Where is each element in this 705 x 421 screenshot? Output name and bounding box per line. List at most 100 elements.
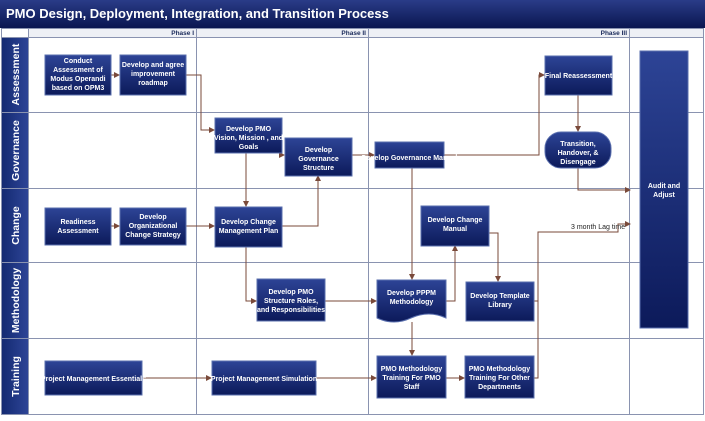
node-change-manual-line-1: Develop Change	[428, 217, 483, 224]
node-readiness-line-2: Assessment	[57, 228, 99, 235]
node-change-mgmt-plan-box	[214, 206, 283, 248]
node-readiness-line-1: Readiness	[60, 219, 95, 226]
node-pmo-structure-line-2: Structure Roles,	[264, 298, 318, 305]
node-transition[interactable]: Transition, Handover, & Disengage	[544, 131, 612, 169]
node-pmo-vision[interactable]: Develop PMO Vision, Mission , and Goals	[214, 117, 283, 154]
phase-1-label: Phase I	[171, 30, 194, 37]
node-pm-essentials-line-1: Project Management Essentials	[41, 376, 146, 383]
node-pmo-training-staff-line-2: Training For PMO	[382, 375, 441, 382]
connector	[534, 301, 539, 379]
lane-label-change	[2, 189, 28, 262]
lag-time-label: 3 month Lag time	[571, 224, 625, 231]
node-template-library-line-1: Develop Template	[470, 293, 529, 300]
lane-methodology: Methodology	[10, 268, 22, 333]
node-audit-adjust-box	[639, 50, 689, 329]
node-change-mgmt-plan-line-2: Management Plan	[219, 228, 279, 235]
node-pmo-training-staff-line-3: Staff	[404, 384, 420, 391]
node-org-change-strategy[interactable]: Develop Organizational Change Strategy	[119, 207, 187, 246]
node-change-manual[interactable]: Develop Change Manual	[420, 205, 490, 247]
node-org-change-strategy-line-3: Change Strategy	[125, 232, 181, 239]
node-audit-adjust[interactable]: Audit and Adjust	[639, 50, 689, 329]
phase-2-label: Phase II	[341, 30, 366, 37]
node-pmo-structure-box	[256, 278, 326, 322]
node-pppm-methodology-line-1: Develop PPPM	[387, 290, 436, 297]
connector	[444, 72, 545, 156]
connector	[282, 175, 321, 227]
node-change-manual-line-2: Manual	[443, 226, 467, 233]
node-transition-line-3: Disengage	[560, 159, 596, 166]
node-pm-essentials-box	[44, 360, 143, 396]
node-governance-structure[interactable]: Develop Governance Structure	[284, 137, 353, 177]
node-pmo-training-depts-box	[464, 355, 535, 399]
node-template-library[interactable]: Develop Template Library	[465, 281, 535, 322]
node-governance-structure-line-2: Governance	[298, 156, 339, 163]
node-transition-line-1: Transition,	[560, 141, 595, 148]
node-final-reassessment[interactable]: Final Reassessment	[544, 55, 613, 96]
node-governance-structure-line-3: Structure	[303, 165, 334, 172]
node-governance-structure-line-1: Develop	[305, 147, 332, 154]
node-conduct-assessment-box	[44, 54, 112, 96]
node-conduct-assessment-line-1: Conduct	[64, 58, 93, 65]
node-improvement-roadmap-line-3: roadmap	[138, 80, 168, 87]
node-pppm-methodology-line-2: Methodology	[390, 299, 434, 306]
node-audit-adjust-line-2: Adjust	[653, 192, 675, 199]
node-governance-manual-line-1: Develop Governance Manual	[362, 155, 458, 162]
node-pmo-training-staff-box	[376, 355, 447, 399]
node-governance-manual[interactable]: Develop Governance Manual	[362, 141, 458, 169]
node-readiness-box	[44, 207, 112, 246]
node-pmo-vision-line-1: Develop PMO	[226, 126, 272, 133]
lane-assessment: Assessment	[10, 43, 22, 105]
node-pmo-structure[interactable]: Develop PMO Structure Roles, and Respons…	[256, 278, 326, 322]
node-final-reassessment-box	[544, 55, 613, 96]
node-final-reassessment-line-1: Final Reassessment	[545, 73, 613, 80]
node-conduct-assessment[interactable]: Conduct Assessment of Modus Operandi bas…	[44, 54, 112, 96]
node-improvement-roadmap-box	[119, 54, 187, 96]
node-pmo-training-staff-line-1: PMO Methodology	[381, 366, 443, 373]
node-pmo-training-staff[interactable]: PMO Methodology Training For PMO Staff	[376, 355, 447, 399]
node-conduct-assessment-line-4: based on OPM3	[52, 85, 105, 92]
node-pppm-methodology-box	[376, 279, 447, 323]
node-pmo-training-depts[interactable]: PMO Methodology Training For Other Depar…	[464, 355, 535, 399]
node-improvement-roadmap-line-2: improvement	[131, 71, 176, 78]
node-pmo-structure-line-3: and Responsibilities	[257, 307, 325, 314]
title-bar	[0, 0, 705, 28]
connectors	[111, 72, 631, 381]
lane-training: Training	[10, 356, 22, 397]
node-pppm-methodology[interactable]: Develop PPPM Methodology	[376, 279, 447, 323]
lane-label-methodology	[2, 263, 28, 338]
node-governance-structure-box	[284, 137, 353, 177]
node-conduct-assessment-line-2: Assessment of	[53, 67, 103, 74]
node-pmo-vision-line-2: Vision, Mission , and	[214, 135, 283, 142]
node-pm-essentials[interactable]: Project Management Essentials	[41, 360, 146, 396]
node-org-change-strategy-line-2: Organizational	[129, 223, 178, 230]
node-template-library-box	[465, 281, 535, 322]
node-change-manual-box	[420, 205, 490, 247]
node-pmo-training-depts-line-1: PMO Methodology	[469, 366, 531, 373]
phase-3-label: Phase III	[601, 30, 628, 37]
node-template-library-line-2: Library	[488, 302, 512, 309]
node-pm-simulation-line-1: Project Management Simulation	[211, 376, 317, 383]
node-pmo-training-depts-line-3: Departments	[478, 384, 521, 391]
swimlane-grid	[2, 29, 703, 414]
node-improvement-roadmap-line-1: Develop and agree	[122, 62, 184, 69]
lane-governance: Governance	[10, 120, 22, 181]
node-readiness[interactable]: Readiness Assessment	[44, 207, 112, 246]
node-improvement-roadmap[interactable]: Develop and agree improvement roadmap	[119, 54, 187, 96]
node-change-mgmt-plan[interactable]: Develop Change Management Plan	[214, 206, 283, 248]
node-org-change-strategy-box	[119, 207, 187, 246]
node-change-mgmt-plan-line-1: Develop Change	[221, 219, 276, 226]
lane-label-assessment	[2, 37, 28, 112]
node-transition-line-2: Handover, &	[558, 150, 599, 157]
lane-label-governance	[2, 113, 28, 188]
connector	[446, 245, 458, 302]
node-pmo-training-depts-line-2: Training For Other	[469, 375, 530, 382]
node-pmo-vision-line-3: Goals	[239, 144, 259, 151]
connector	[577, 168, 631, 193]
node-pm-simulation[interactable]: Project Management Simulation	[211, 360, 317, 396]
connector	[245, 247, 257, 304]
connector	[534, 221, 631, 302]
node-conduct-assessment-line-3: Modus Operandi	[50, 76, 105, 83]
diagram-title: PMO Design, Deployment, Integration, and…	[6, 6, 389, 21]
node-pm-simulation-box	[211, 360, 317, 396]
node-audit-adjust-line-1: Audit and	[648, 183, 680, 190]
